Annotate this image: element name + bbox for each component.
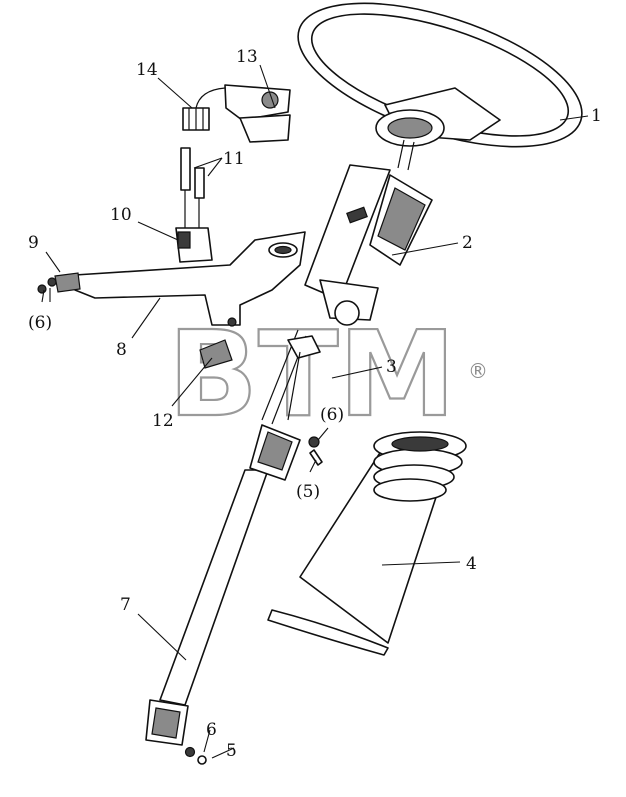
label-part-12: 12 — [152, 411, 174, 431]
label-part-4: 4 — [466, 554, 477, 574]
label-part-6-ref-column: (6) — [320, 405, 344, 425]
label-part-5: 5 — [226, 741, 237, 761]
part-labels: 1 2 3 4 5 (5) 6 (6) (6) 7 8 9 10 11 12 1… — [28, 47, 602, 761]
part-10-bracket — [175, 227, 213, 263]
part-steering-column — [287, 164, 433, 421]
label-part-10: 10 — [110, 205, 132, 225]
label-part-8: 8 — [116, 340, 127, 360]
watermark-text: BTM — [168, 305, 456, 443]
leader-lines — [41, 64, 589, 759]
fasteners — [37, 277, 323, 765]
part-14-connector — [182, 87, 226, 131]
part-boot — [267, 431, 467, 656]
part-13-switch — [224, 84, 291, 143]
label-part-1: 1 — [591, 106, 602, 126]
watermark-registered-mark: ® — [468, 359, 488, 383]
label-part-6-ref-bracket: (6) — [28, 313, 52, 333]
label-part-7: 7 — [120, 595, 131, 615]
part-12-clip — [199, 339, 233, 369]
part-bracket — [54, 231, 306, 327]
label-part-2: 2 — [462, 233, 473, 253]
label-part-5-ref: (5) — [296, 482, 320, 502]
part-steering-wheel — [297, 2, 583, 171]
label-part-9: 9 — [28, 233, 39, 253]
label-part-3: 3 — [386, 357, 397, 377]
label-part-14: 14 — [136, 60, 158, 80]
label-part-11: 11 — [223, 149, 245, 169]
part-intermediate-shaft — [145, 329, 307, 746]
watermark: BTM ® — [167, 304, 488, 444]
label-part-6: 6 — [206, 720, 217, 740]
part-11-cables — [180, 147, 205, 228]
label-part-13: 13 — [236, 47, 258, 67]
